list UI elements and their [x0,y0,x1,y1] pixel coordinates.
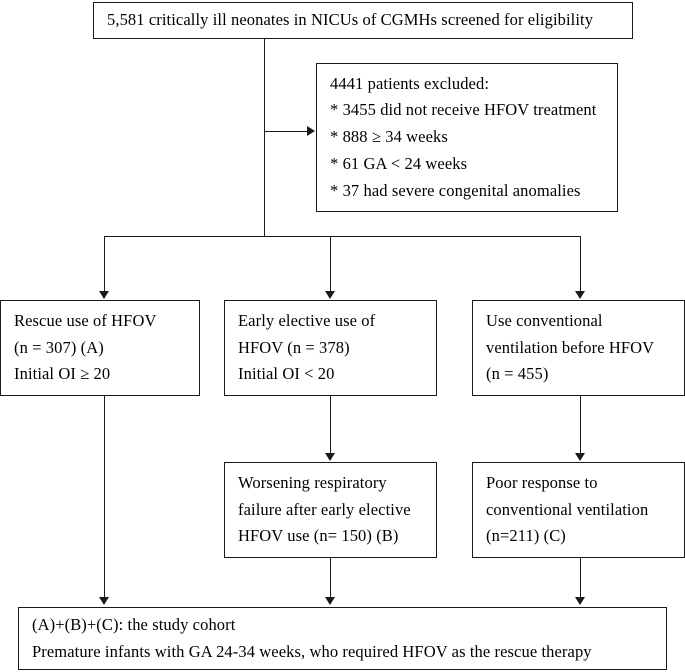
node-excluded: 4441 patients excluded: * 3455 did not r… [316,63,618,212]
arrowhead-excluded [307,126,315,136]
node-worsening: Worsening respiratory failure after earl… [224,462,437,558]
arrowhead-cohort-right [575,597,585,605]
node-poor-response-line-1: conventional ventilation [486,499,649,519]
node-cohort-line-0: (A)+(B)+(C): the study cohort [32,614,236,634]
connector-early-to-worsening [330,396,331,455]
connector-split-right [580,236,581,293]
node-worsening-line-0: Worsening respiratory [238,472,387,492]
node-excluded-line-3: * 61 GA < 24 weeks [330,153,468,173]
node-worsening-line-1: failure after early elective [238,499,411,519]
node-early-elective: Early elective use of HFOV (n = 378) Ini… [224,300,437,396]
node-cohort: (A)+(B)+(C): the study cohort Premature … [18,607,667,670]
node-rescue-hfov-line-0: Rescue use of HFOV [14,310,157,330]
node-excluded-line-2: * 888 ≥ 34 weeks [330,127,448,147]
connector-worsening-to-cohort [330,558,331,599]
node-cohort-line-1: Premature infants with GA 24-34 weeks, w… [32,641,592,661]
node-rescue-hfov: Rescue use of HFOV (n = 307) (A) Initial… [0,300,200,396]
node-worsening-line-2: HFOV use (n= 150) (B) [238,526,399,546]
connector-split-middle [330,236,331,293]
node-screened-line-0: 5,581 critically ill neonates in NICUs o… [107,10,594,30]
node-rescue-hfov-line-2: Initial OI ≥ 20 [14,364,111,384]
node-conventional-line-1: ventilation before HFOV [486,337,655,357]
node-excluded-line-0: 4441 patients excluded: [330,73,490,93]
node-conventional-line-2: (n = 455) [486,364,549,384]
node-conventional-line-0: Use conventional [486,310,603,330]
node-early-elective-line-1: HFOV (n = 378) [238,337,350,357]
arrowhead-early-elective [325,291,335,299]
node-screened: 5,581 critically ill neonates in NICUs o… [93,2,633,39]
arrowhead-cohort-middle [325,597,335,605]
node-poor-response: Poor response to conventional ventilatio… [472,462,685,558]
node-poor-response-line-2: (n=211) (C) [486,526,566,546]
node-excluded-line-4: * 37 had severe congenital anomalies [330,180,581,200]
connector-excluded-horizontal [264,131,308,132]
arrowhead-conventional [575,291,585,299]
connector-poor-response-to-cohort [580,558,581,599]
connector-screened-stem [264,39,265,237]
connector-split-bar [104,236,581,237]
node-poor-response-line-0: Poor response to [486,472,598,492]
arrowhead-worsening [325,453,335,461]
connector-conventional-to-poor-response [580,396,581,455]
node-conventional: Use conventional ventilation before HFOV… [472,300,685,396]
arrowhead-cohort-left [99,597,109,605]
node-excluded-line-1: * 3455 did not receive HFOV treatment [330,100,597,120]
connector-rescue-to-cohort [104,396,105,599]
node-rescue-hfov-line-1: (n = 307) (A) [14,337,104,357]
connector-split-left [104,236,105,293]
node-early-elective-line-0: Early elective use of [238,310,376,330]
arrowhead-poor-response [575,453,585,461]
node-early-elective-line-2: Initial OI < 20 [238,364,335,384]
arrowhead-rescue-hfov [99,291,109,299]
